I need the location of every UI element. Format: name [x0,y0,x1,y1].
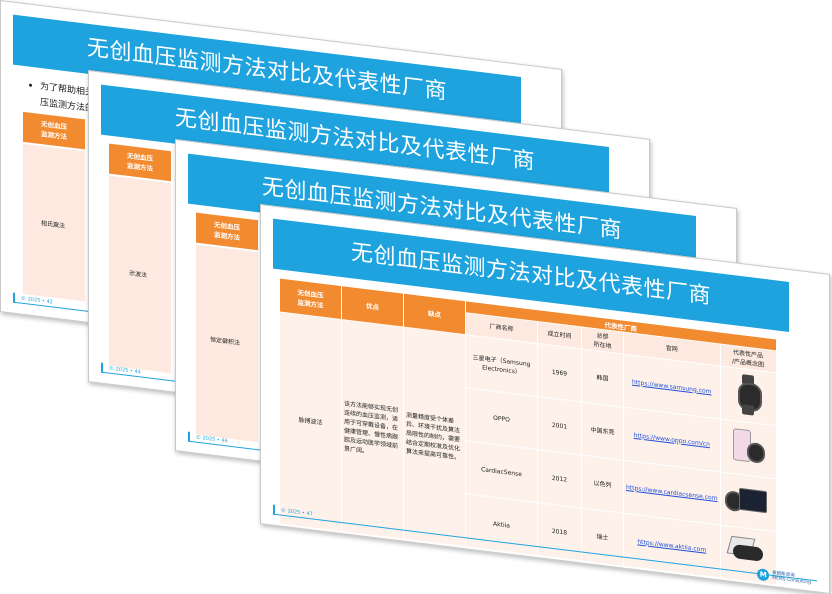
logo-mark: M [757,568,770,582]
vendor-year: 2001 [537,396,582,455]
vendor-hq: 中国东莞 [581,401,624,461]
vendor-website-link[interactable]: https://www.samsung.com [632,378,712,395]
vendor-website-link[interactable]: https://www.oppo.com/cn [633,431,710,448]
bullet-dot [29,83,32,87]
cons-text: 测量精度受个体差异、环境干扰及算法局限性的制约，需要结合定期校准及优化算法来提高… [403,327,466,547]
footer-marker [13,292,15,303]
method-header: 无创血压 监测方法 [109,143,171,182]
footer-marker [101,362,103,373]
method-header-l2: 监测方法 [41,130,67,142]
vendor-website-link[interactable]: https://www.cardiacsense.com [626,483,718,502]
method-header-l2: 监测方法 [214,230,240,242]
method-header: 无创血压 监测方法 [196,212,258,251]
product-image [720,471,777,532]
vendor-year: 1969 [537,343,582,402]
slide-4: 无创血压监测方法对比及代表性厂商 无创血压 监测方法 优点 缺点 代表性厂商 厂… [260,204,830,594]
vendor-table: 无创血压 监测方法 优点 缺点 代表性厂商 厂商名称 成立时间 总部 所在地 官… [279,277,777,585]
product-image [720,418,777,479]
watch-icon [729,372,767,417]
footer-marker [273,504,275,515]
vendor-hq: 瑞士 [581,507,624,567]
method-header: 无创血压 监测方法 [23,111,85,150]
vendor-name: 三星电子（Samsung Electronics） [465,334,538,397]
vendor-year: 2012 [537,449,582,508]
pros-text: 该方法能够实现无创连续的血压监测，适用于可穿戴设备，在健康管理、慢性病跟踪及运动… [341,319,404,540]
vendor-website-link[interactable]: https://www.aktiia.com [637,537,707,554]
footer-marker [188,431,190,442]
vendor-hq: 以色列 [581,454,624,514]
watch-tablet-icon [725,478,771,524]
vendor-year: 2018 [537,502,582,561]
product-image [720,365,777,426]
intro-bullet: 为了帮助相关 压监测方法的 [29,78,94,118]
method-header-l2: 监测方法 [127,161,153,173]
method-name: 脉搏波法 [279,311,342,532]
intro-line-2: 压监测方法的 [40,97,95,115]
vendor-hq: 韩国 [581,348,624,408]
phone-watch-icon [729,425,767,470]
vendor-name: OPPO [465,387,538,450]
vendor-name: Aktiia [465,493,538,556]
vendor-name: CardiacSense [465,440,538,503]
